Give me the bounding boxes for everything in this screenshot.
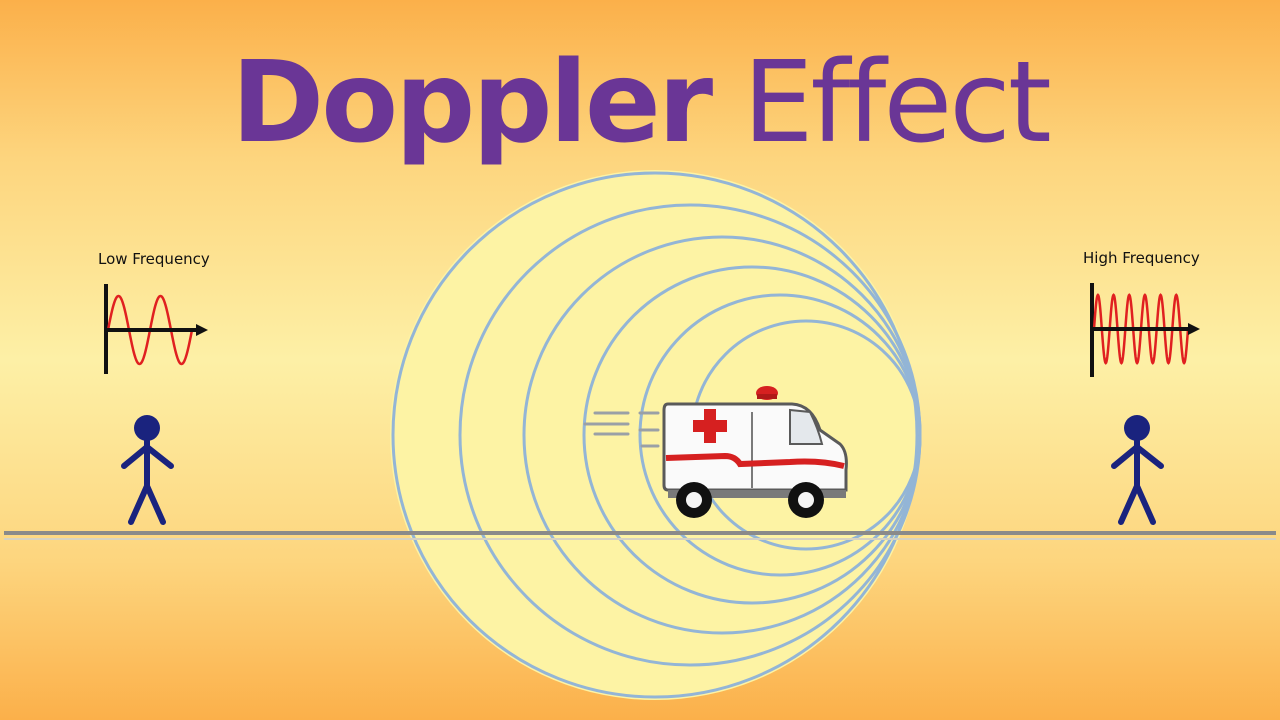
low-frequency-graph — [104, 284, 208, 374]
title-doppler: Doppler — [231, 38, 713, 168]
low-frequency-label: Low Frequency — [98, 250, 210, 268]
sound-wave-circles — [390, 170, 922, 700]
ground-line — [4, 531, 1276, 540]
red-cross-icon — [693, 409, 727, 443]
wave-circle-fill — [390, 170, 920, 700]
title-effect: Effect — [742, 38, 1052, 168]
speed-lines-icon — [583, 411, 660, 448]
person-icon — [1111, 415, 1164, 525]
high-frequency-graph — [1090, 283, 1200, 377]
high-frequency-label: High Frequency — [1083, 249, 1200, 267]
ambulance-icon — [662, 386, 848, 518]
page-title: Doppler Effect — [0, 38, 1280, 168]
wave-circle-1 — [391, 171, 919, 699]
arrow-head-left — [196, 324, 208, 336]
arrow-head-right — [1188, 323, 1200, 335]
person-icon — [121, 415, 174, 525]
